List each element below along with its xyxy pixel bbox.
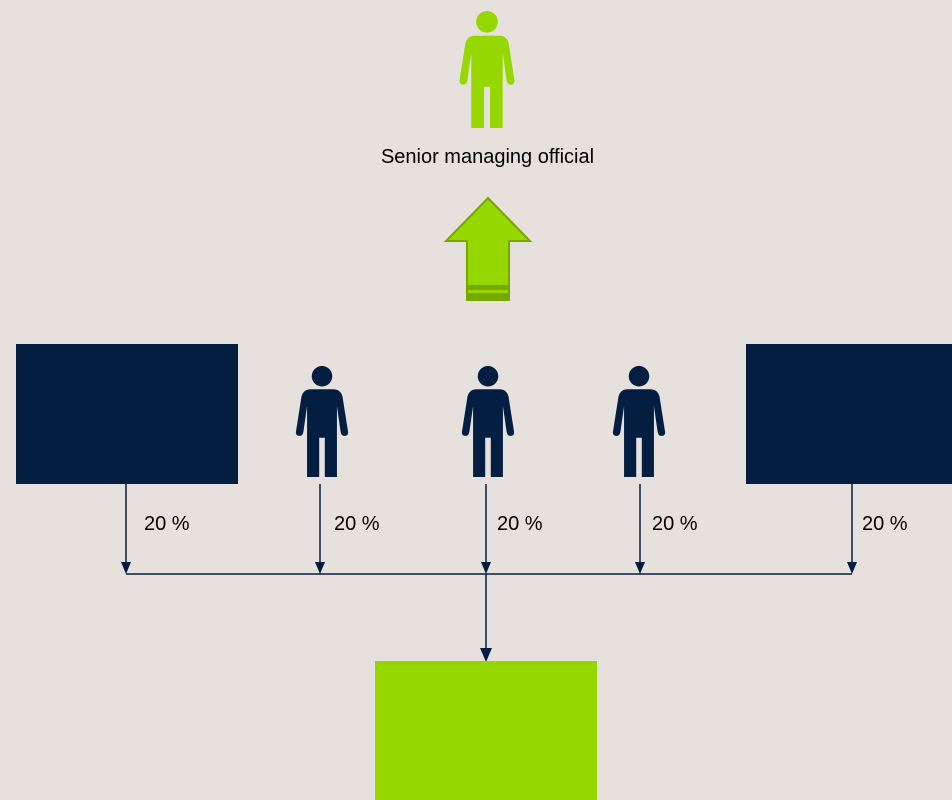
shareholder-person-icon (461, 365, 515, 477)
senior-managing-official-label: Senior managing official (380, 146, 595, 168)
connector-lines (121, 484, 857, 662)
ownership-percent-label: 20 % (652, 513, 698, 535)
ownership-percent-label: 20 % (497, 513, 543, 535)
senior-managing-official-icon (459, 10, 515, 128)
shareholder-person-icon (295, 365, 349, 477)
target-entity (375, 661, 597, 800)
shareholder-entity-right (746, 344, 952, 484)
arrow-up-icon (443, 196, 533, 301)
shareholder-person-icon (612, 365, 666, 477)
ownership-percent-label: 20 % (144, 513, 190, 535)
ownership-percent-label: 20 % (862, 513, 908, 535)
ownership-percent-label: 20 % (334, 513, 380, 535)
shareholder-entity-left (16, 344, 238, 484)
